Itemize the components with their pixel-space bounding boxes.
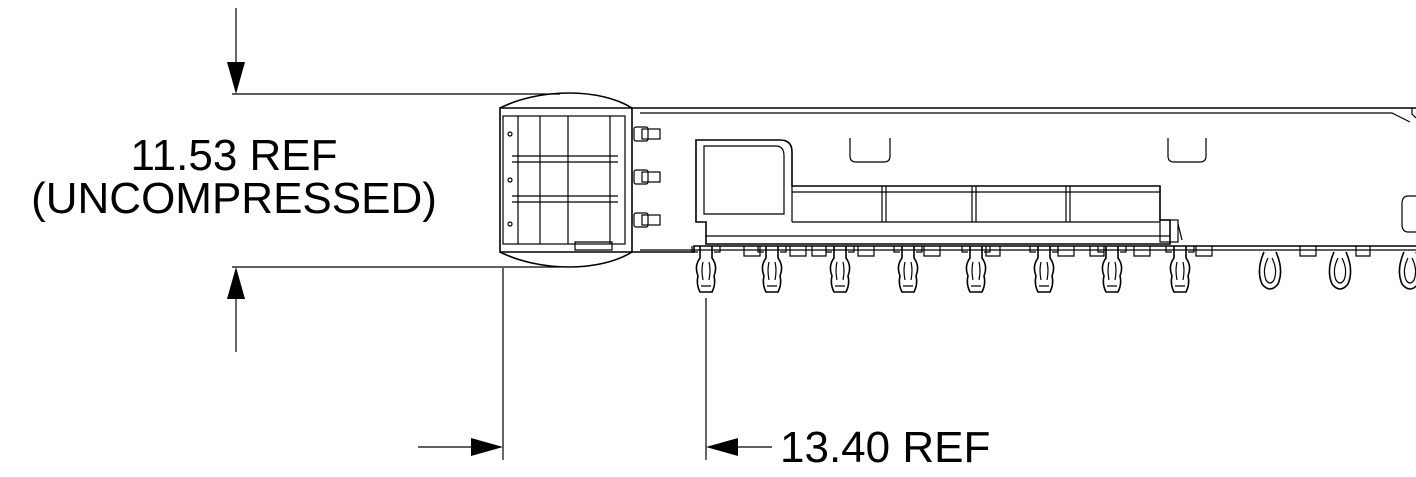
inner-housing-segments	[791, 186, 1160, 223]
side-post-line	[1177, 223, 1183, 241]
pitch-dimension-value: 13.40 REF	[780, 423, 990, 472]
press-fit-pin	[1165, 246, 1195, 293]
bezel-dot-2	[507, 177, 513, 183]
bezel-slot-2	[512, 195, 618, 203]
bottom-rail	[632, 245, 1416, 253]
height-dimension-value: 11.53 REF	[130, 131, 337, 180]
press-fit-pins	[691, 246, 1195, 293]
press-fit-pin	[757, 246, 787, 293]
bezel-bottom-lip	[574, 241, 613, 251]
press-fit-pin	[893, 246, 923, 293]
right-window	[1401, 195, 1416, 233]
press-fit-pin	[825, 246, 855, 293]
bezel-bottom-curve	[499, 251, 633, 268]
spring-loop	[1328, 251, 1352, 290]
spring-loop	[1398, 251, 1416, 290]
pitch-dimension: 13.40 REF	[418, 268, 990, 472]
front-latches	[633, 126, 661, 228]
height-arrow-top	[227, 62, 245, 94]
height-dimension-note: (UNCOMPRESSED)	[31, 174, 437, 223]
spring-loop	[1258, 251, 1282, 290]
pitch-arrow-right	[706, 438, 738, 456]
side-post	[1159, 219, 1179, 243]
cage-outline	[499, 107, 633, 253]
press-fit-pin	[1097, 246, 1127, 293]
press-fit-pin	[691, 246, 721, 293]
height-dimension: 11.53 REF (UNCOMPRESSED)	[31, 8, 560, 352]
spring-loops	[1258, 251, 1416, 290]
pitch-arrow-left	[471, 438, 503, 456]
top-tab-2	[1167, 138, 1207, 163]
cage-top-right	[1411, 108, 1416, 119]
cage-top-inner-edge	[640, 112, 1411, 123]
bezel-top-curve	[499, 92, 633, 109]
top-tab-1	[849, 138, 891, 163]
bottom-rail-notches	[743, 246, 1371, 257]
press-fit-pin	[961, 246, 991, 293]
height-arrow-bottom	[227, 267, 245, 299]
bezel-dot-1	[507, 131, 513, 137]
inner-housing-window	[703, 145, 785, 215]
bezel-face	[502, 115, 626, 245]
bezel-slot-1	[512, 155, 618, 163]
bezel-dot-3	[507, 221, 513, 227]
press-fit-pin	[1029, 246, 1059, 293]
inner-housing	[695, 139, 1171, 245]
connector-cage	[499, 92, 1416, 268]
